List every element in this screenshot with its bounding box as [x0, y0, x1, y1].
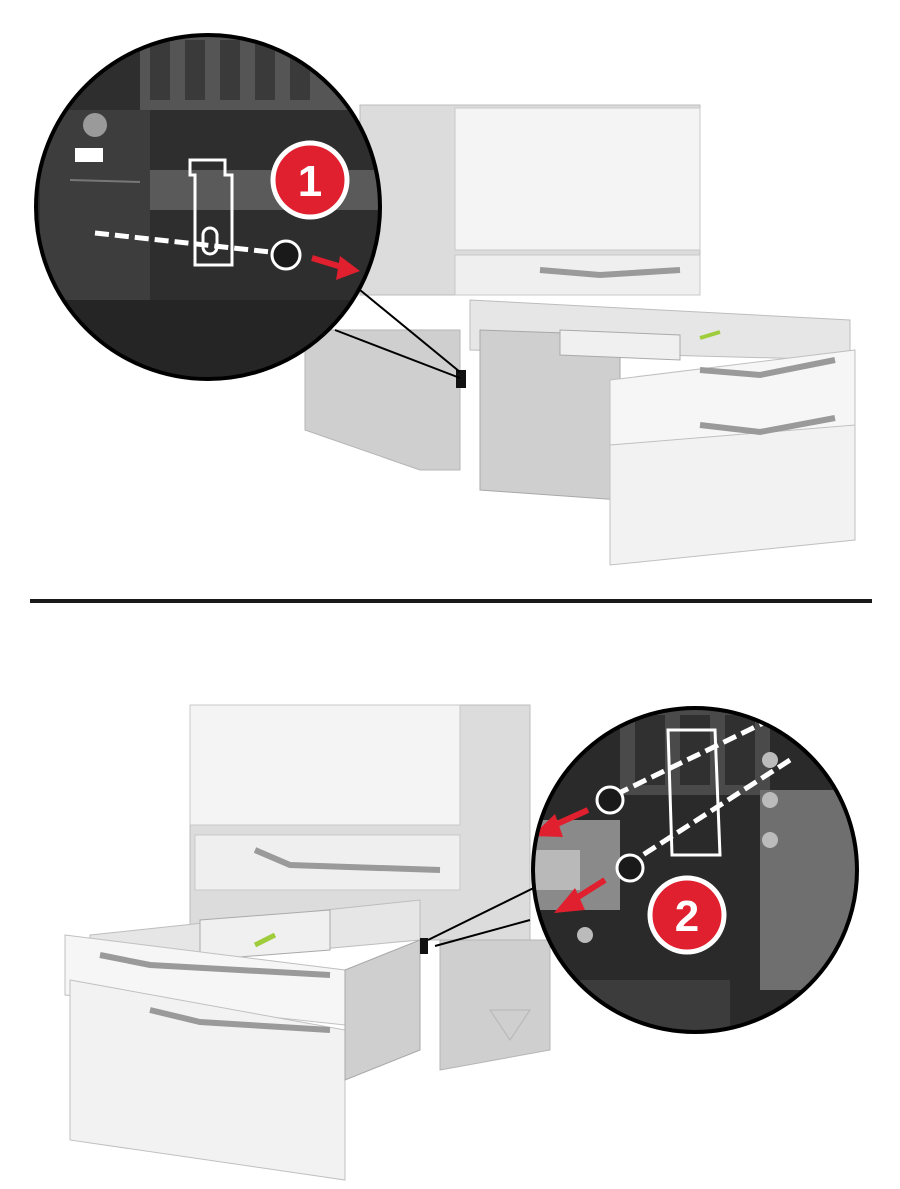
screw-icon	[577, 927, 593, 943]
step-2-number: 2	[675, 892, 699, 941]
locator-icon	[75, 148, 103, 162]
callout-connector	[334, 289, 461, 379]
step-2-illustration: 2	[64, 704, 859, 1181]
magnified-detail-2-content	[535, 710, 855, 1030]
step-1-number: 1	[298, 157, 322, 206]
screw-icon	[615, 853, 645, 883]
step-2-badge: 2	[647, 875, 727, 955]
open-tray	[64, 899, 428, 1181]
printer-body	[304, 104, 701, 471]
screw-icon	[762, 792, 778, 808]
screw-icon	[762, 752, 778, 768]
screw-icon	[270, 239, 302, 271]
step-1-panel: 1	[0, 0, 900, 590]
magnifier-ring	[531, 706, 859, 1034]
printer-body	[189, 704, 551, 1071]
bracket-icon	[188, 158, 234, 267]
bracket-icon	[666, 728, 722, 857]
section-divider	[30, 599, 872, 603]
open-tray	[456, 299, 856, 566]
step-2-panel: 2	[0, 610, 900, 1189]
screw-icon	[83, 113, 107, 137]
step-1-illustration: 1	[34, 33, 856, 566]
screw-icon	[595, 785, 625, 815]
step-1-badge: 1	[270, 140, 350, 220]
screw-icon	[762, 832, 778, 848]
